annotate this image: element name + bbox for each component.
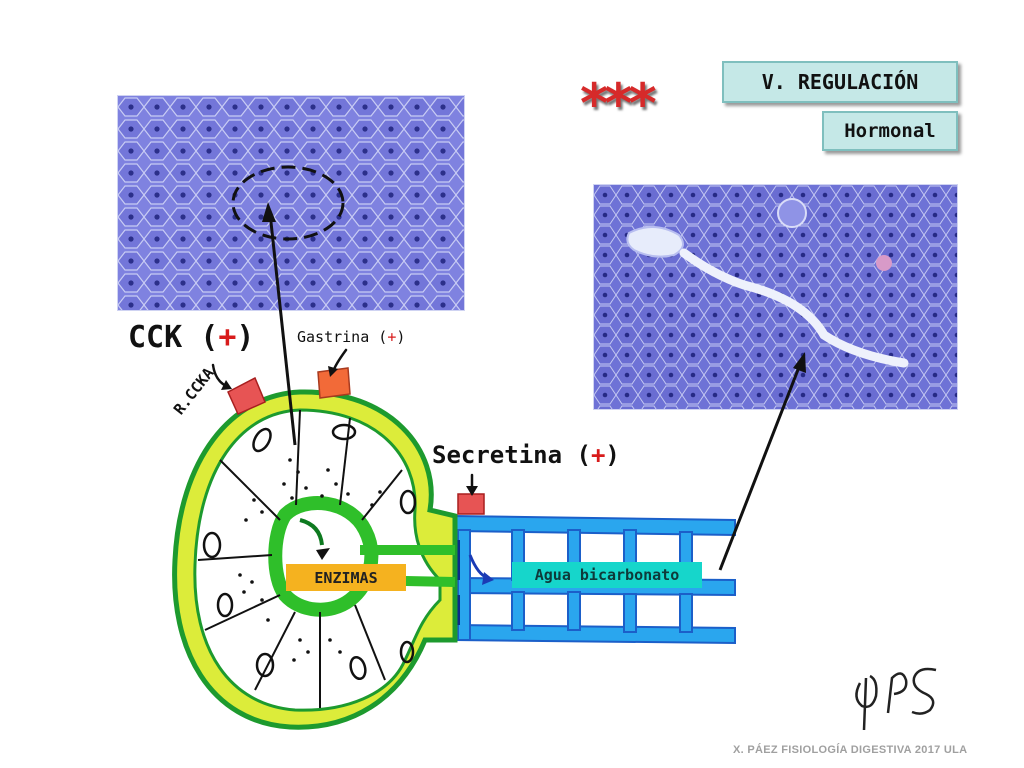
- acinus: [172, 389, 458, 730]
- ductal-micrograph: [593, 184, 958, 410]
- importance-stars: ***: [580, 72, 657, 135]
- cck-label: CCK (+): [128, 320, 255, 355]
- receptors: [227, 367, 485, 515]
- section-subtitle: Hormonal: [822, 111, 958, 151]
- signature-icon: [855, 667, 937, 731]
- secretina-label: Secretina (+): [432, 441, 620, 469]
- acinar-micrograph: [117, 95, 465, 311]
- section-title: V. REGULACIÓN: [722, 61, 958, 103]
- agua-bicarbonato-label: Agua bicarbonato: [512, 562, 702, 588]
- enzimas-label: ENZIMAS: [286, 564, 406, 591]
- footer-credit: X. PÁEZ FISIOLOGÍA DIGESTIVA 2017 ULA: [733, 744, 968, 756]
- gastrina-label: Gastrina (+): [297, 328, 406, 346]
